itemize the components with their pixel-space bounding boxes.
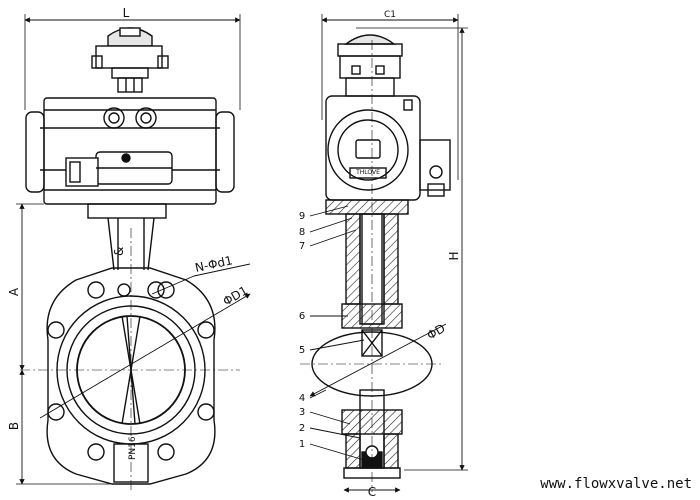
part-number: 8 <box>299 227 305 238</box>
dim-label-c: C <box>368 485 376 499</box>
part-number: 9 <box>299 211 305 222</box>
flow-marker: & <box>112 247 126 256</box>
limit-switch-box <box>91 27 169 93</box>
part-number-list: 9 8 7 6 5 4 3 2 1 <box>299 211 305 450</box>
part-number: 4 <box>299 393 305 404</box>
watermark-url: www.flowxvalve.net <box>540 476 692 492</box>
mounting-bracket <box>87 203 167 271</box>
dim-label-a: A <box>7 287 21 296</box>
dim-label-l: L <box>123 6 130 20</box>
part-number: 2 <box>299 423 305 434</box>
disc-marker: PN16 <box>128 436 138 460</box>
dim-label-h: H <box>447 251 461 260</box>
valve-lower <box>341 389 403 479</box>
dim-label-b: B <box>7 422 21 430</box>
part-number: 5 <box>299 345 305 356</box>
mounting-plate <box>325 199 409 215</box>
bolt-circle-label: ΦD1 <box>221 283 251 308</box>
dim-label-c1: C1 <box>384 10 396 20</box>
front-view <box>16 14 251 490</box>
actuator-logo: THLOVE <box>355 169 380 176</box>
disc-diameter-label: ΦD <box>425 321 448 342</box>
part-number: 3 <box>299 407 305 418</box>
actuator-side <box>325 95 451 201</box>
limit-switch-side <box>337 34 403 97</box>
valve-neck <box>341 213 403 329</box>
part-number: 1 <box>299 439 305 450</box>
part-number: 6 <box>299 311 305 322</box>
side-view <box>300 14 468 493</box>
pneumatic-actuator <box>25 97 235 205</box>
part-number: 7 <box>299 241 305 252</box>
